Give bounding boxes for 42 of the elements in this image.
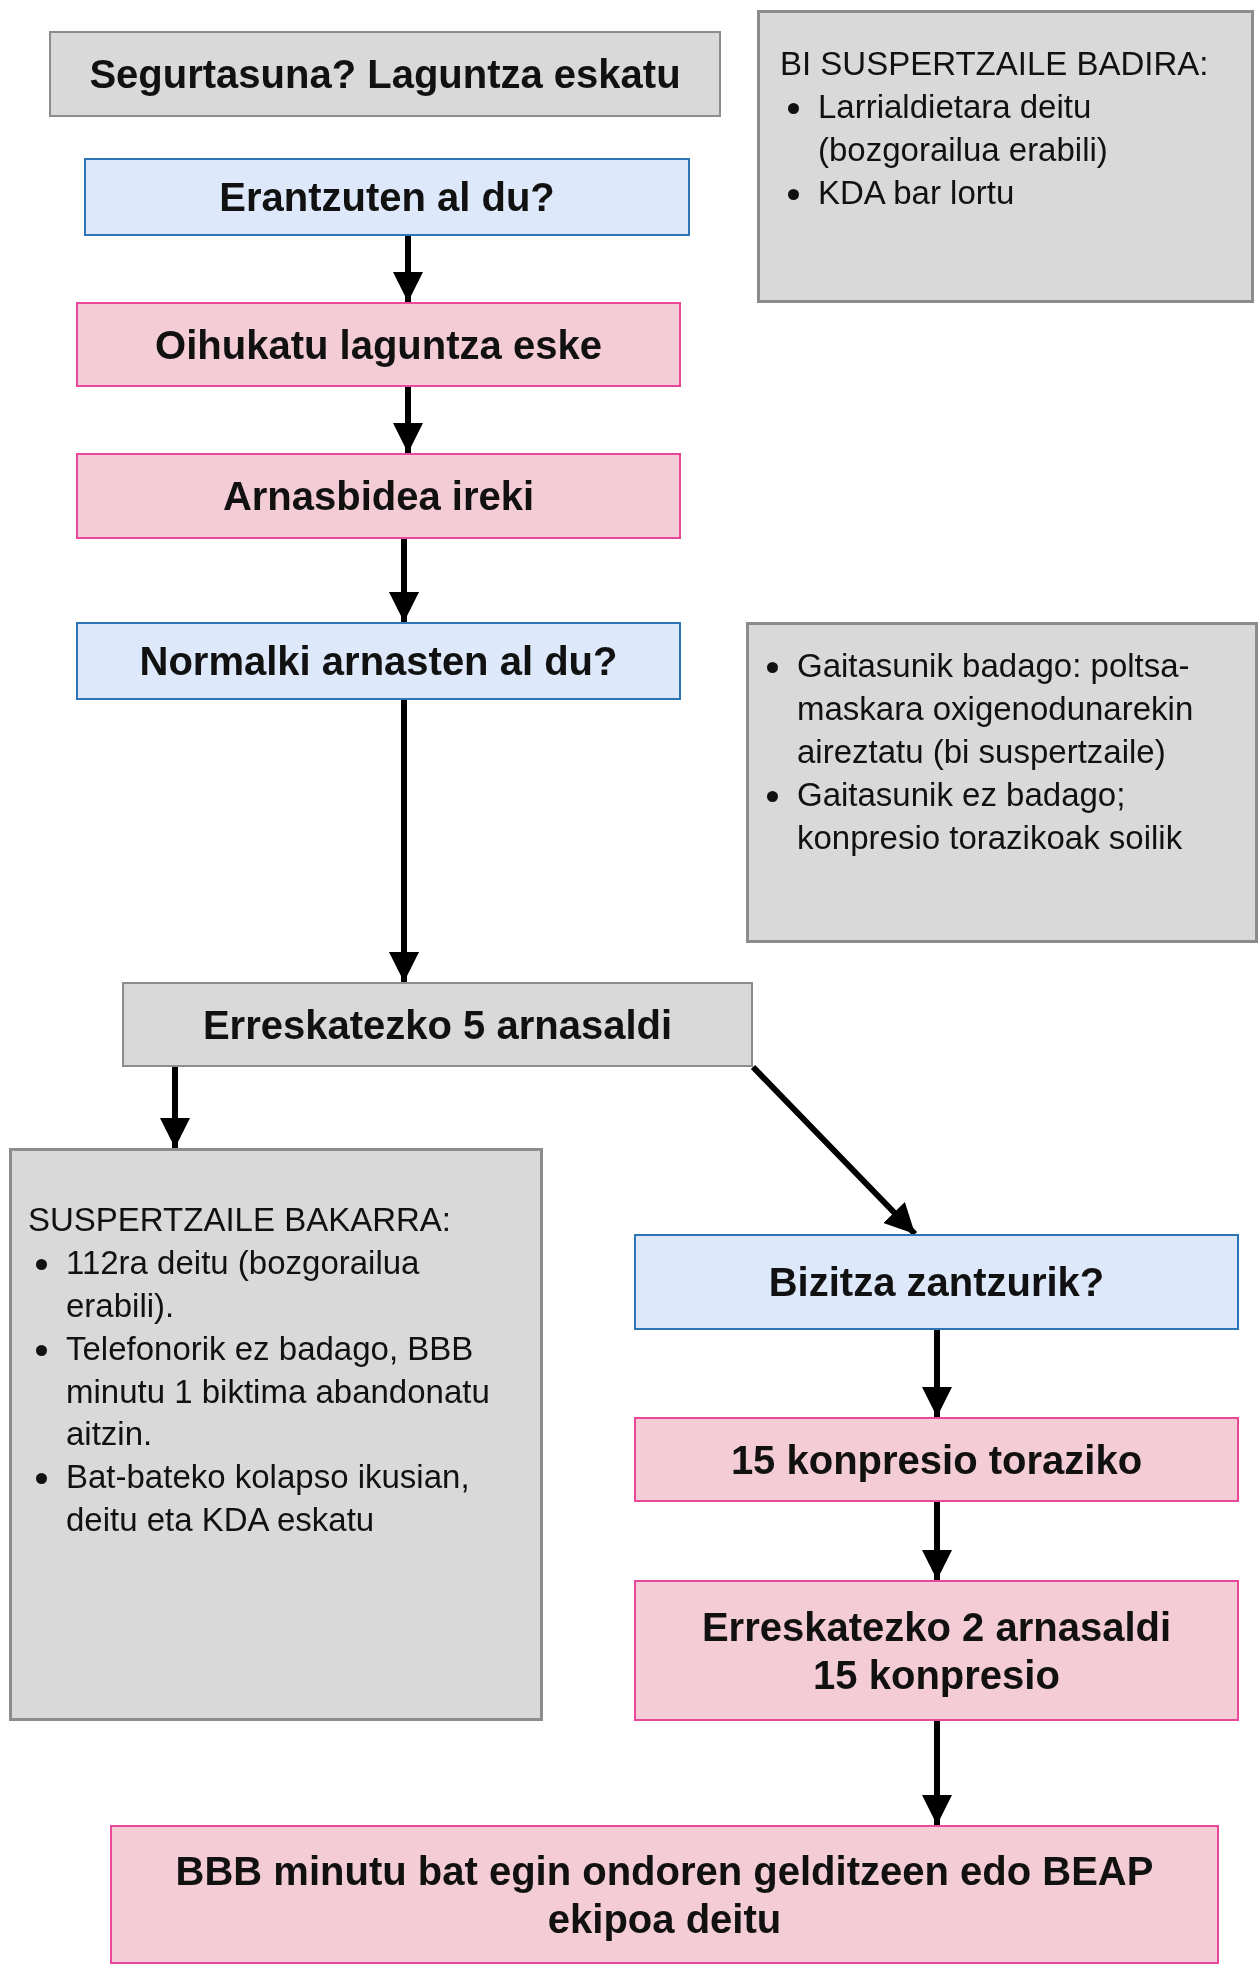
step-label: Normalki arnasten al du? — [139, 638, 618, 685]
arrow — [160, 1067, 190, 1148]
bullet-item: KDA bar lortu — [818, 173, 1015, 211]
question-box — [76, 622, 681, 700]
arrow — [922, 1502, 952, 1580]
arrow — [750, 1064, 918, 1237]
step-label: BBB minutu bat egin ondoren gelditzeen edo BEAP ekipoa deitu — [174, 1847, 1155, 1943]
step-label: Arnasbidea ireki — [222, 473, 535, 520]
step-label: Bizitza zantzurik? — [768, 1259, 1105, 1306]
step-label: Segurtasuna? Laguntza eskatu — [89, 51, 681, 98]
arrow — [922, 1721, 952, 1825]
step-label: 15 konpresio — [813, 1651, 1060, 1699]
process-box — [110, 1825, 1219, 1964]
process-box — [122, 982, 753, 1067]
arrow — [393, 387, 423, 453]
process-box — [634, 1580, 1239, 1721]
bullet-item: Bat-bateko kolapso ikusian, deitu eta KDA eskatu — [66, 1458, 470, 1539]
process-box — [49, 31, 721, 117]
bullet-item: 112ra deitu (bozgorailua erabili). — [66, 1243, 420, 1324]
bullet-item: Gaitasunik badago: poltsa-maskara oxigenodunarekin aireztatu (bi suspertzaile) — [797, 647, 1194, 770]
note-heading: BI SUSPERTZAILE BADIRA: — [780, 44, 1209, 84]
step-label: Oihukatu laguntza eske — [155, 321, 602, 369]
arrow — [389, 700, 419, 982]
process-box — [76, 453, 681, 539]
step-label: Erantzuten al du? — [219, 174, 555, 221]
arrow — [393, 236, 423, 302]
bullet-item: Larrialdietara deitu (bozgorailua erabili) — [818, 87, 1108, 168]
process-box — [634, 1417, 1239, 1502]
step-label: Erreskatezko 5 arnasaldi — [202, 1001, 673, 1049]
process-box — [76, 302, 681, 387]
bullet-item: Telefonorik ez badago, BBB minutu 1 biktima abandonatu aitzin. — [66, 1329, 490, 1453]
note-heading: SUSPERTZAILE BAKARRA: — [28, 1200, 452, 1240]
bullet-item: Gaitasunik ez badago; konpresio torazikoak soilik — [797, 775, 1183, 856]
note-box — [9, 1148, 543, 1721]
arrow — [922, 1330, 952, 1417]
note-box — [746, 622, 1258, 943]
arrow — [389, 539, 419, 622]
note-box — [757, 10, 1254, 303]
question-box — [84, 158, 690, 236]
step-label: Erreskatezko 2 arnasaldi — [701, 1603, 1172, 1651]
step-label: 15 konpresio toraziko — [730, 1436, 1143, 1484]
question-box — [634, 1234, 1239, 1330]
